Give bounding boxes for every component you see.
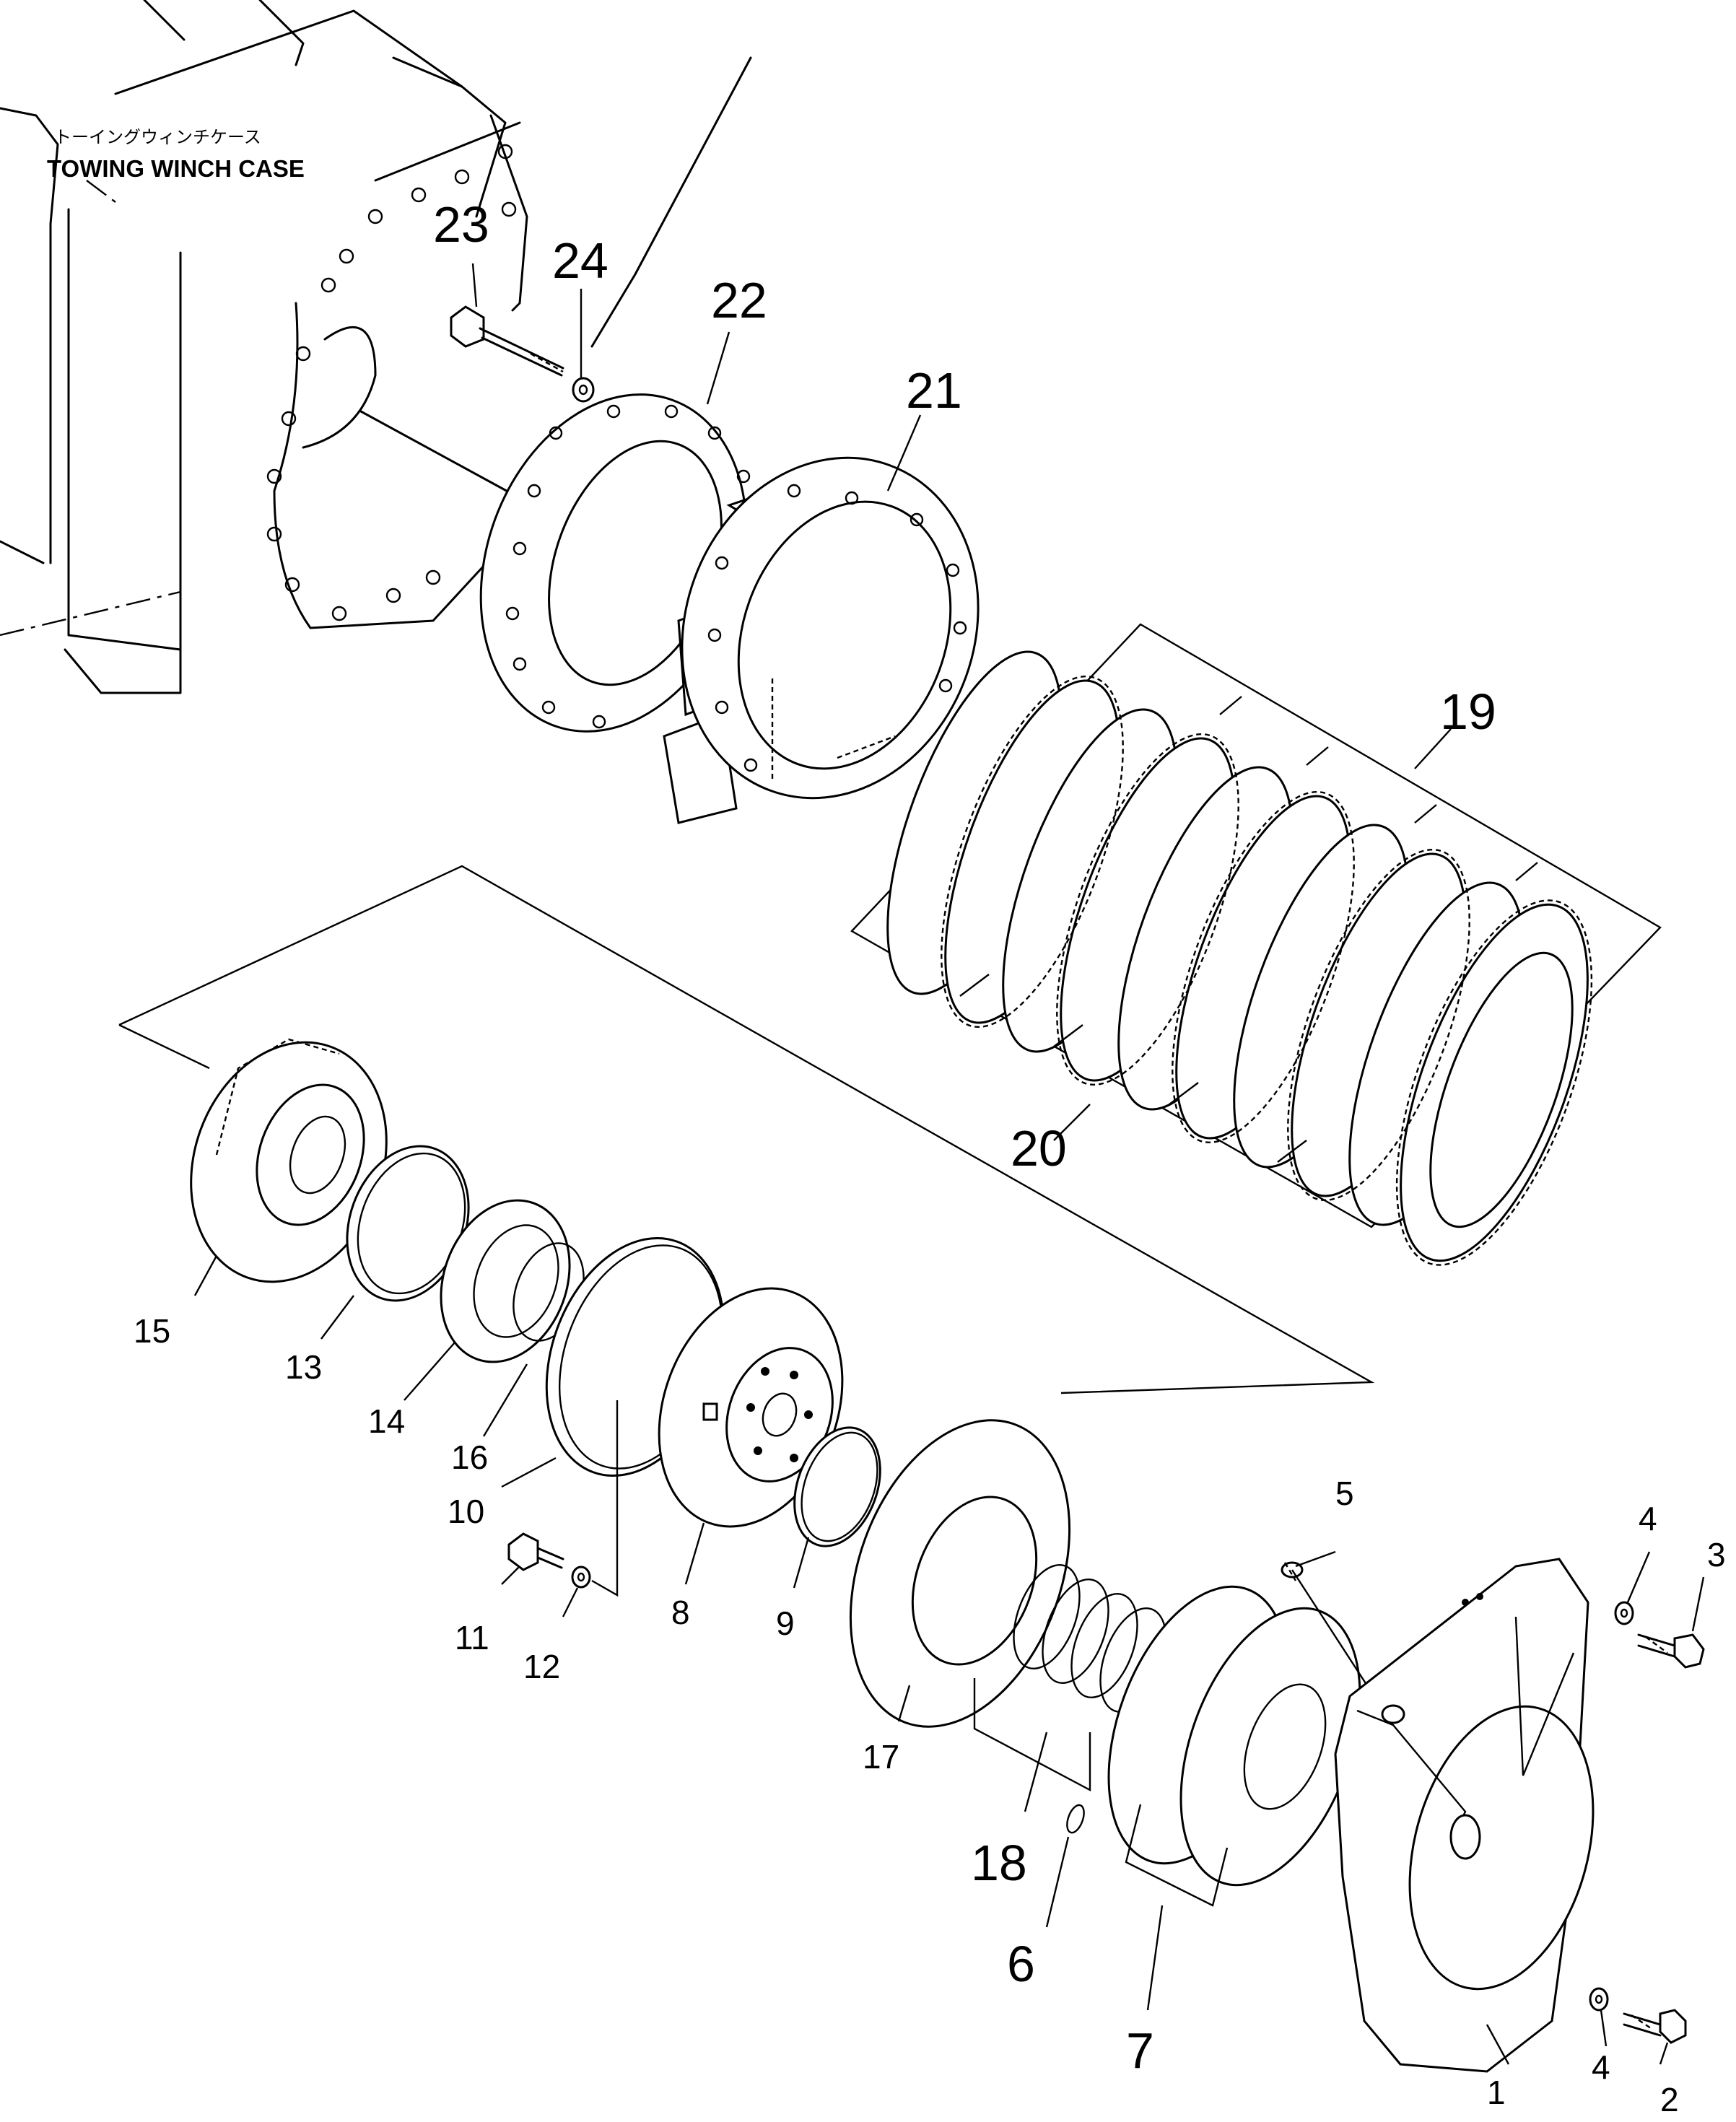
callout-20: 20	[1011, 1120, 1067, 1176]
bolt-3	[1637, 1633, 1705, 1669]
callout-15: 15	[134, 1312, 170, 1350]
callout-10: 10	[448, 1493, 484, 1530]
bolt-11	[507, 1532, 564, 1571]
callout-14: 14	[368, 1402, 405, 1440]
callout-7: 7	[1126, 2022, 1154, 2079]
callout-22: 22	[711, 272, 767, 328]
callout-4-top: 4	[1639, 1500, 1657, 1537]
callout-13: 13	[285, 1348, 322, 1386]
leader-lines	[193, 263, 1705, 2065]
washer-4a	[1614, 1601, 1634, 1625]
washer-24	[572, 377, 595, 403]
callout-1: 1	[1487, 2074, 1506, 2111]
callout-12: 12	[523, 1648, 560, 1685]
ring-9	[793, 1426, 881, 1547]
case-label-english: TOWING WINCH CASE	[47, 155, 305, 182]
carrier-15	[190, 1038, 388, 1283]
callout-2: 2	[1660, 2081, 1679, 2118]
bearing-14	[440, 1199, 571, 1363]
case-label-japanese: トーイングウィンチケース	[54, 127, 261, 147]
clutch-disc-stack	[850, 623, 1662, 1266]
cover-1	[1334, 1558, 1595, 2073]
bolt-2	[1623, 2009, 1687, 2044]
springs-18	[973, 1564, 1167, 1791]
washer-12	[571, 1566, 591, 1589]
callout-5: 5	[1335, 1475, 1354, 1512]
callout-19: 19	[1440, 684, 1496, 740]
callout-labels: 23 24 22 21 19 20 15 13 14 16 10 11 12 8…	[134, 196, 1726, 2118]
washer-4b	[1589, 1987, 1609, 2012]
callout-11: 11	[455, 1619, 489, 1656]
callout-4-bottom: 4	[1592, 2048, 1610, 2086]
piston-8	[658, 1287, 844, 1528]
towing-winch-case: トーイングウィンチケース TOWING WINCH CASE	[0, 0, 752, 694]
bolt-23	[450, 305, 564, 377]
callout-21: 21	[906, 362, 962, 419]
plates-7	[1107, 1585, 1361, 1907]
callout-24: 24	[552, 232, 609, 289]
hub-21	[663, 456, 980, 824]
o-ring-6	[1066, 1804, 1085, 1834]
callout-6: 6	[1007, 1936, 1035, 1992]
callout-3: 3	[1707, 1536, 1726, 1573]
callout-23: 23	[433, 196, 489, 253]
callout-17: 17	[863, 1738, 899, 1776]
clutch-discs-19-20	[886, 650, 1589, 1262]
callout-8: 8	[671, 1594, 690, 1631]
callout-16: 16	[451, 1438, 488, 1476]
callout-9: 9	[776, 1604, 795, 1642]
group-bracket-outline	[118, 865, 1375, 1394]
callout-18: 18	[971, 1835, 1027, 1891]
